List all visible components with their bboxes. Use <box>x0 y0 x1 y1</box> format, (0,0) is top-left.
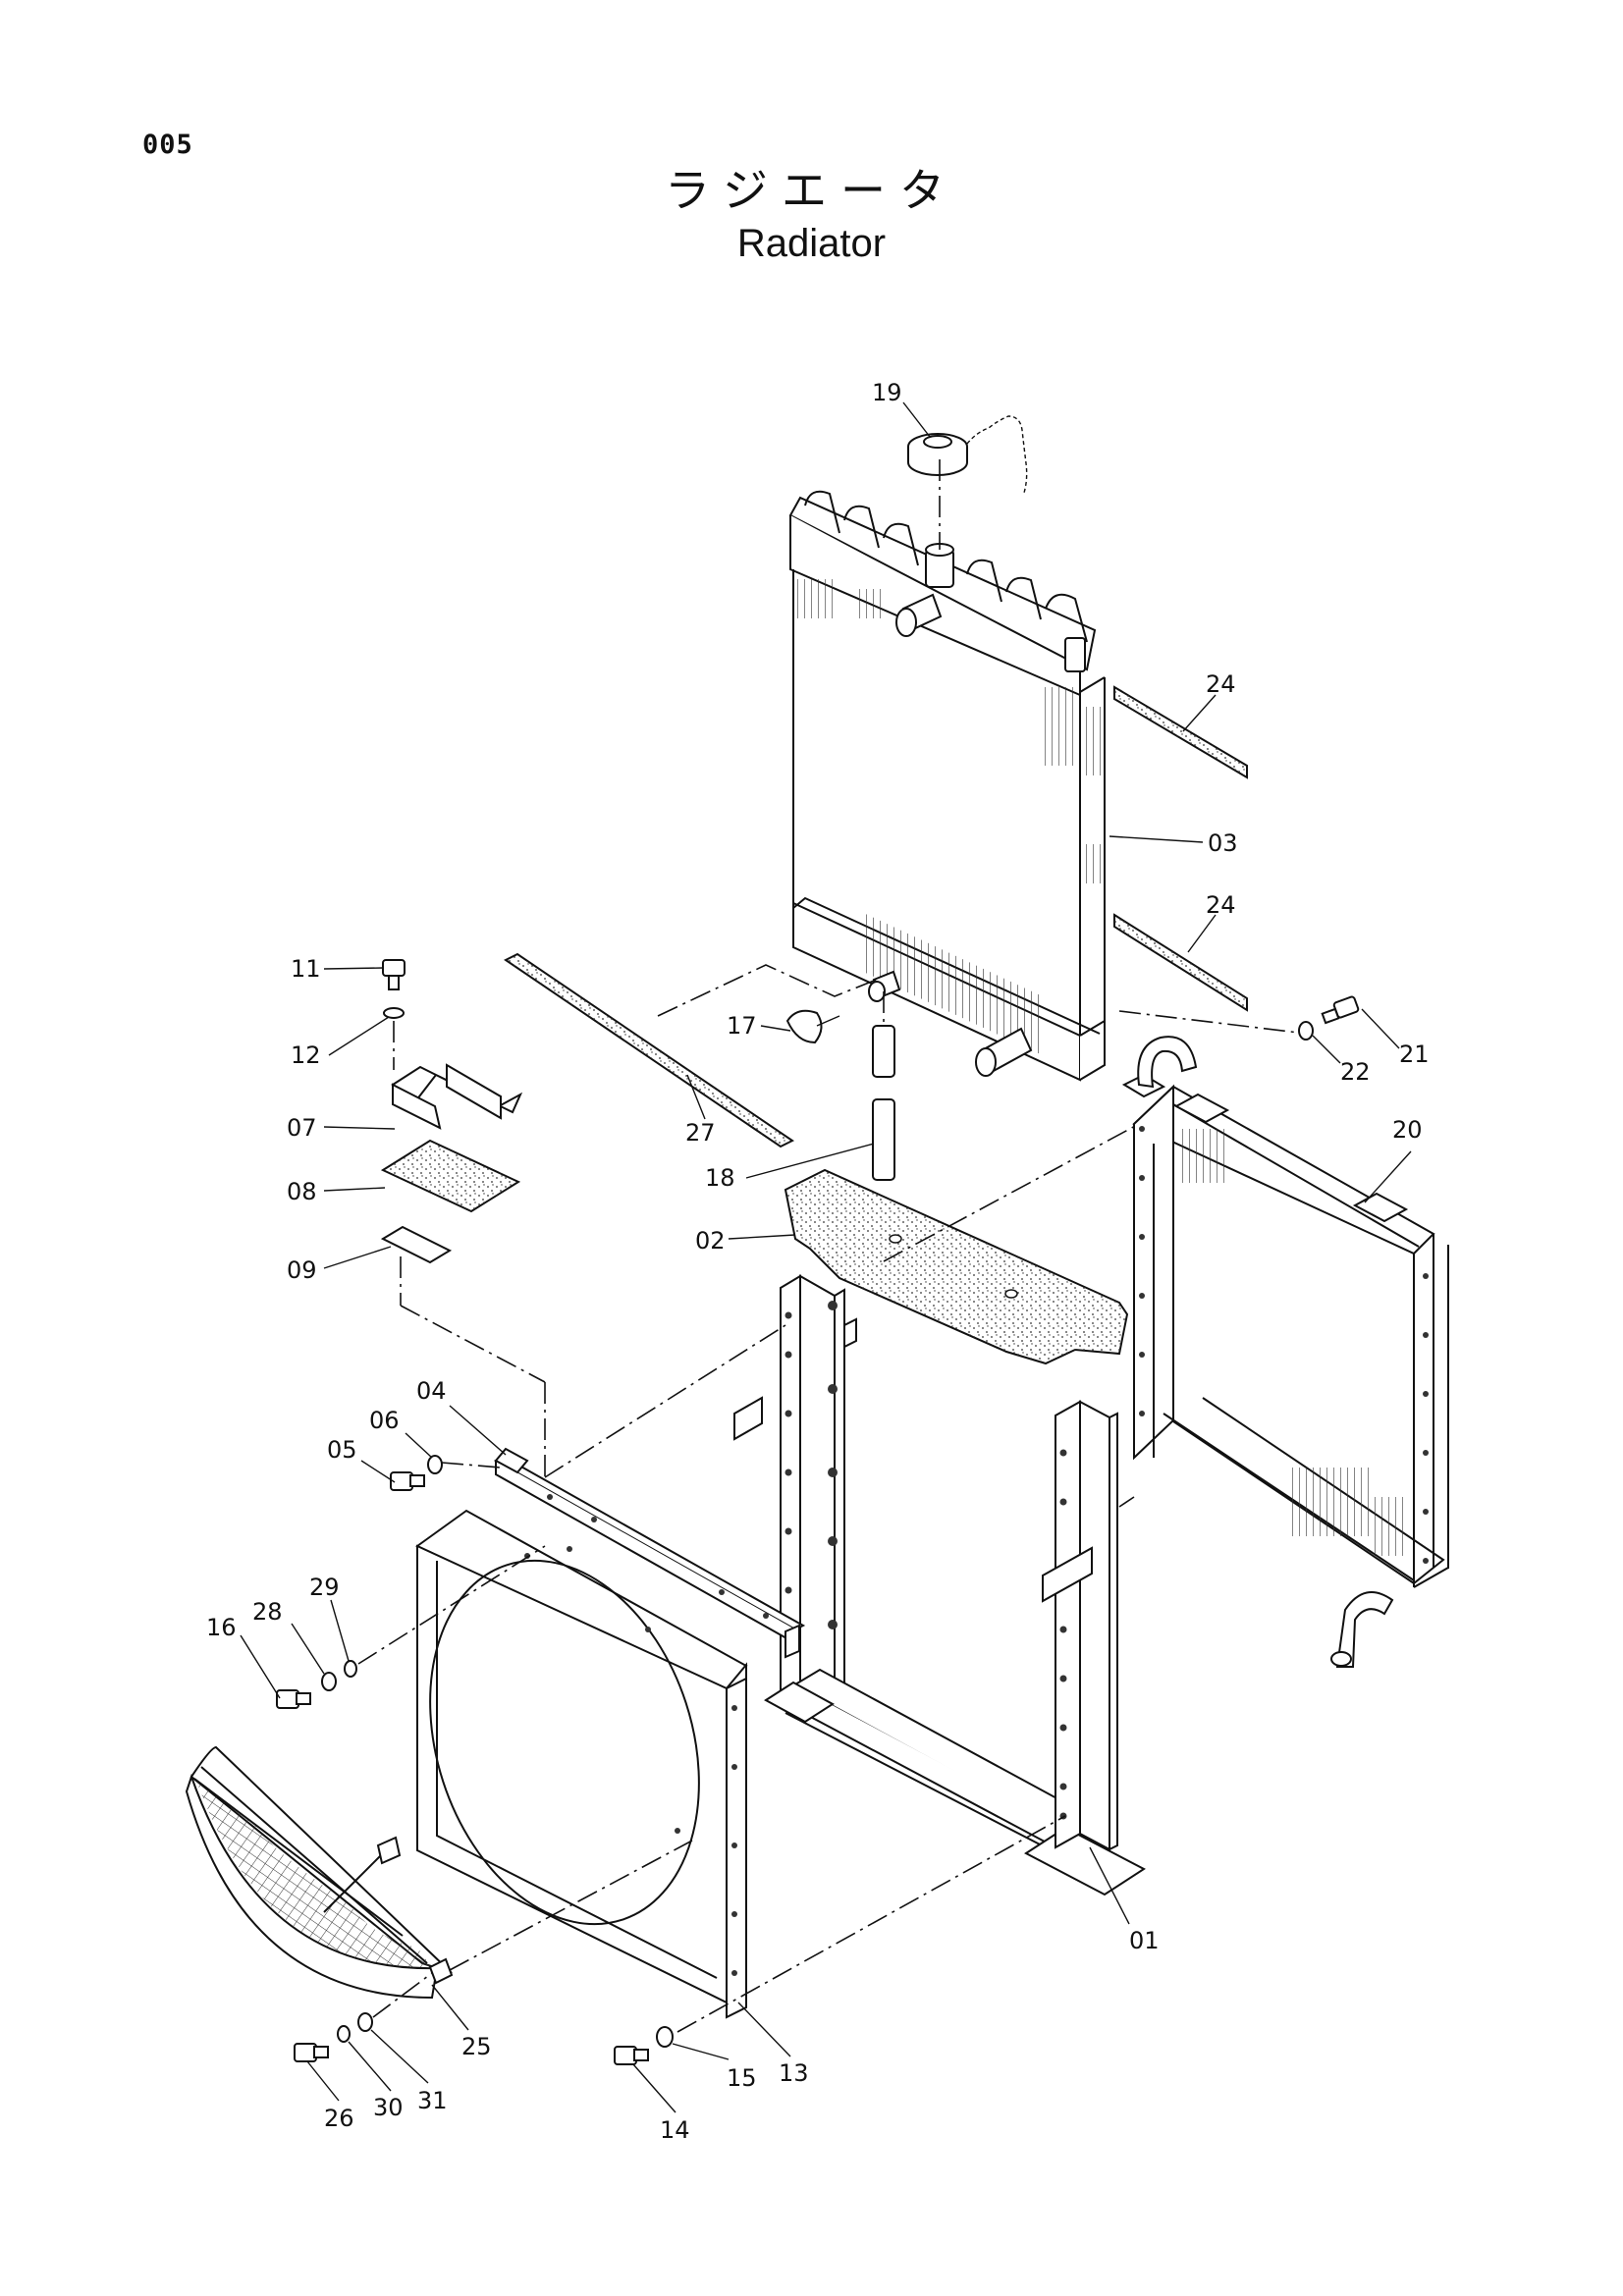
page-code: 005 <box>142 130 193 160</box>
washer-28-part <box>321 1672 337 1691</box>
stay-bar-04-part <box>493 1447 806 1659</box>
callout-07: 07 <box>287 1114 317 1142</box>
callout-16: 16 <box>206 1614 237 1641</box>
callout-27: 27 <box>685 1119 716 1147</box>
oil-cooler-20-part <box>1121 1036 1449 1668</box>
frame-01-part <box>733 1274 1146 1896</box>
washer-31-part <box>357 2012 373 2032</box>
callout-28: 28 <box>252 1598 283 1626</box>
callout-26: 26 <box>324 2105 354 2132</box>
callout-12: 12 <box>291 1041 321 1069</box>
callout-01: 01 <box>1129 1927 1160 1954</box>
rubber-strip-lower-part <box>1113 913 1248 1012</box>
washer-12-part <box>383 1007 405 1070</box>
callout-25: 25 <box>461 2033 492 2060</box>
callout-21: 21 <box>1399 1041 1430 1068</box>
callout-22: 22 <box>1340 1058 1371 1086</box>
callout-29: 29 <box>309 1574 340 1601</box>
callout-24-lower: 24 <box>1206 891 1236 919</box>
bolt-05-part <box>390 1471 425 1491</box>
callout-08: 08 <box>287 1178 317 1205</box>
washer-15-part <box>656 2026 674 2048</box>
hose-part <box>872 991 895 1181</box>
title-english: Radiator <box>736 222 887 265</box>
callout-20: 20 <box>1392 1116 1423 1144</box>
baffle-plate-02-part <box>784 1168 1129 1365</box>
leader-dashed-strip <box>657 964 880 1017</box>
callout-11: 11 <box>291 955 321 983</box>
radiator-cap-part <box>907 415 1028 494</box>
callout-04: 04 <box>416 1377 447 1405</box>
callout-24-upper: 24 <box>1206 670 1236 698</box>
seal-strip-part <box>504 952 794 1148</box>
callout-09: 09 <box>287 1256 317 1284</box>
callout-03: 03 <box>1208 829 1238 857</box>
fan-guard-25-part <box>185 1745 454 2000</box>
drain-cock-part <box>785 1009 840 1044</box>
washer-30-part <box>337 2025 351 2043</box>
bolt-14-part <box>614 2046 649 2065</box>
callout-labels: 19 24 03 24 11 12 17 21 22 07 27 18 20 0… <box>206 379 1430 2144</box>
callout-05: 05 <box>327 1436 357 1464</box>
callout-02: 02 <box>695 1227 726 1255</box>
callout-19: 19 <box>872 379 902 406</box>
washer-29-part <box>344 1660 357 1678</box>
bolt-26-part <box>294 2043 329 2062</box>
assembly-lines <box>357 1010 1300 2033</box>
callout-15: 15 <box>727 2064 757 2092</box>
fan-shroud-13-part <box>415 1509 748 2019</box>
callout-06: 06 <box>369 1407 400 1434</box>
pad-08-part <box>380 1139 521 1213</box>
radiator-core-part <box>788 459 1106 1082</box>
leader-lines <box>240 401 1412 2113</box>
title-japanese: ラジエータ <box>664 164 959 217</box>
bracket-07-part <box>391 1063 523 1130</box>
bolt-16-part <box>276 1689 311 1709</box>
plate-09-part <box>380 1225 453 1306</box>
bolt-11-part <box>382 959 406 990</box>
rubber-strip-upper-part <box>1113 685 1248 779</box>
callout-18: 18 <box>705 1164 735 1192</box>
callout-30: 30 <box>373 2094 404 2121</box>
washer-06-part <box>427 1455 443 1474</box>
callout-13: 13 <box>779 2059 809 2087</box>
callout-31: 31 <box>417 2087 448 2114</box>
callout-14: 14 <box>660 2116 690 2144</box>
washer-22-part <box>1298 1021 1314 1041</box>
callout-17: 17 <box>727 1012 757 1040</box>
bolt-21-part <box>1321 995 1360 1025</box>
